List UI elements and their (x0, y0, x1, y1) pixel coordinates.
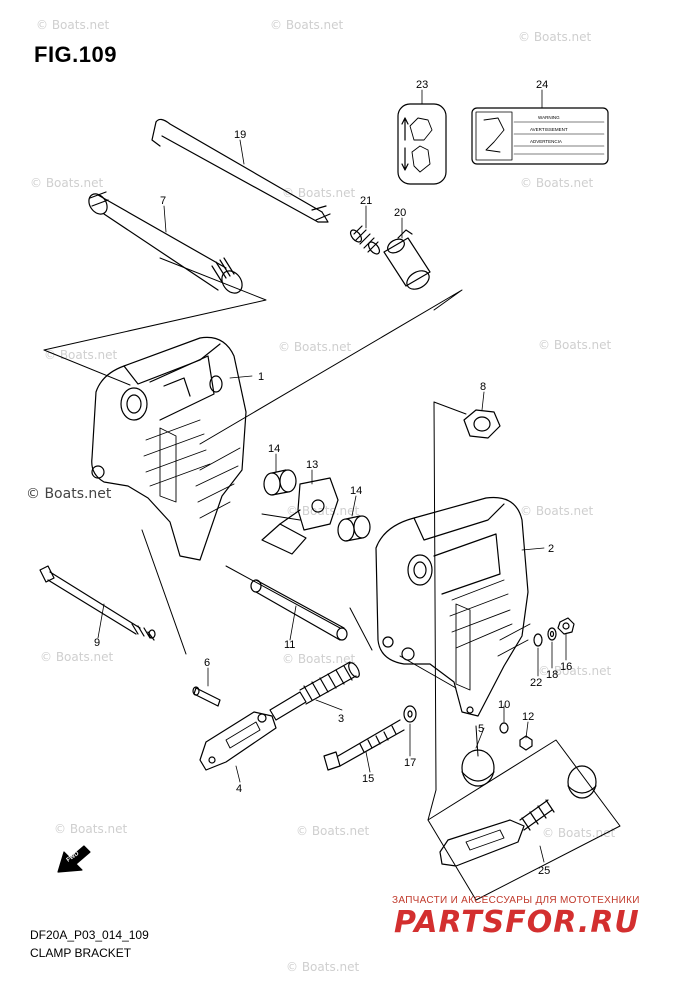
callout-18: 18 (546, 669, 558, 681)
callout-23: 23 (416, 79, 428, 91)
part-21-spring (349, 225, 381, 255)
part-10-washer (499, 722, 509, 734)
callout-12: 12 (522, 711, 534, 723)
watermark: © Boats.net (44, 348, 118, 362)
watermark: © Boats.net (36, 18, 110, 32)
watermark: © Boats.net (40, 650, 114, 664)
callout-16: 16 (560, 661, 572, 673)
logo-wordmark: PARTSFOR.RU (394, 905, 640, 940)
watermark: © Boats.net (270, 18, 344, 32)
part-23-label (397, 103, 447, 185)
part-1-clamp-bracket (91, 336, 247, 561)
part-7-bolt (88, 191, 243, 294)
callout-5: 5 (478, 723, 484, 735)
part-5-pad (461, 749, 495, 787)
callout-numbers: 1 2 3 4 5 6 7 8 9 10 11 12 13 14 14 15 1… (94, 79, 572, 877)
callouts (97, 89, 567, 863)
callout-11: 11 (284, 639, 295, 651)
part-11-tube (250, 579, 348, 641)
watermark: © Boats.net (520, 176, 594, 190)
watermark: © Boats.net (54, 822, 128, 836)
callout-25: 25 (538, 865, 550, 877)
callout-19: 19 (234, 129, 246, 141)
callout-9: 9 (94, 637, 100, 649)
callout-13: 13 (306, 459, 318, 471)
leader-lines (43, 257, 621, 901)
callout-14a: 14 (268, 443, 280, 455)
watermark: © Boats.net (538, 338, 612, 352)
callout-10: 10 (498, 699, 510, 711)
part-14-bushing (337, 515, 371, 542)
watermark: © Boats.net (296, 824, 370, 838)
watermark: © Boats.net (286, 504, 360, 518)
callout-22: 22 (530, 677, 542, 689)
part-19-rod (151, 118, 331, 223)
callout-8: 8 (480, 381, 486, 393)
logo-tagline: ЗАПЧАСТИ И АКСЕССУАРЫ ДЛЯ МОТОТЕХНИКИ (392, 895, 640, 906)
diagram-code: DF20A_P03_014_109 (30, 928, 149, 942)
decal-line: ADVERTENCIA (530, 139, 562, 144)
decal-line: WARNING (538, 115, 560, 120)
watermark: © Boats.net (542, 826, 616, 840)
part-15-bolt (323, 719, 405, 771)
callout-1: 1 (258, 371, 264, 383)
callout-24: 24 (536, 79, 548, 91)
watermark: © Boats.net (282, 186, 356, 200)
watermark-dark: © Boats.net (26, 486, 112, 502)
part-18-washer (547, 627, 557, 641)
decal-text: WARNING AVERTISSEMENT ADVERTENCIA (530, 115, 568, 144)
callout-2: 2 (548, 543, 554, 555)
watermark: © Boats.net (286, 960, 360, 974)
part-17-washer (403, 705, 417, 723)
part-25-assembly (439, 765, 597, 867)
callout-6: 6 (204, 657, 210, 669)
part-14-bushing (263, 469, 297, 496)
callout-20: 20 (394, 207, 406, 219)
watermark: © Boats.net (282, 652, 356, 666)
watermark: © Boats.net (30, 176, 104, 190)
watermark: © Boats.net (538, 664, 612, 678)
part-4-lever (199, 711, 277, 771)
callout-3: 3 (338, 713, 344, 725)
watermark: © Boats.net (520, 504, 594, 518)
watermark: © Boats.net (278, 340, 352, 354)
diagram-caption: CLAMP BRACKET (30, 946, 132, 960)
fwd-arrow-icon (57, 845, 91, 873)
part-8-nut (463, 409, 501, 439)
callout-15: 15 (362, 773, 374, 785)
watermark: © Boats.net (518, 30, 592, 44)
part-13-stopper (261, 477, 339, 555)
callout-7: 7 (160, 195, 166, 207)
part-24-decal (471, 107, 609, 165)
callout-21: 21 (360, 195, 372, 207)
decal-line: AVERTISSEMENT (530, 127, 568, 132)
part-9-bolt (39, 565, 156, 641)
callout-17: 17 (404, 757, 416, 769)
part-22-washer (533, 633, 543, 647)
callout-4: 4 (236, 783, 242, 795)
part-20-knob (383, 229, 431, 290)
part-3-threaded-rod (269, 661, 360, 721)
part-6-pin (192, 686, 221, 707)
part-16-nut (557, 617, 575, 635)
part-2-clamp-bracket (375, 496, 531, 717)
callout-14b: 14 (350, 485, 362, 497)
figure-title: FIG.109 (34, 42, 117, 67)
